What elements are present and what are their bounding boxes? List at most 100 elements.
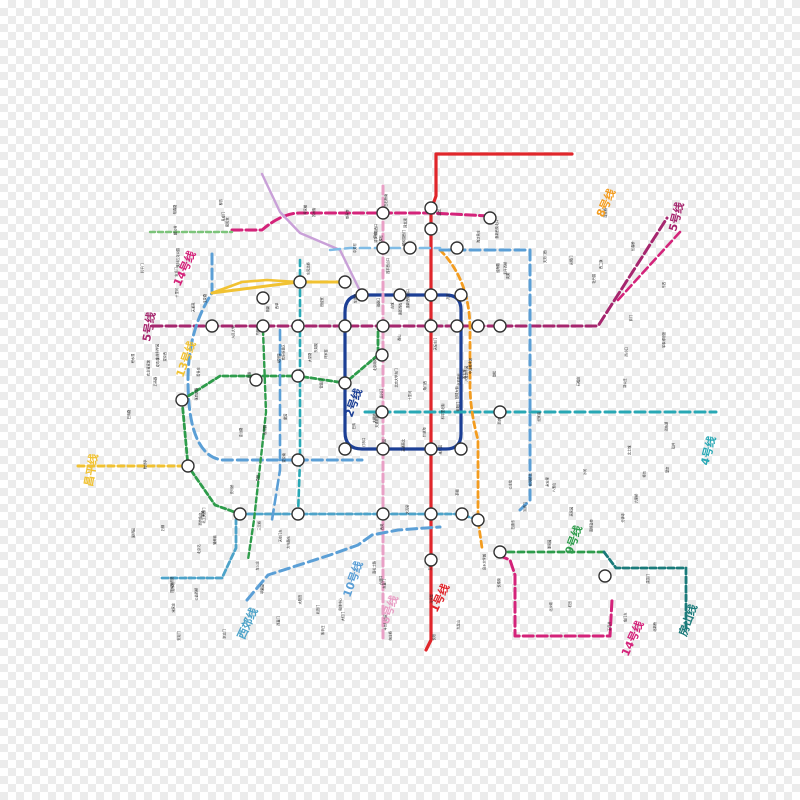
station-label: 海淀黄庄 — [475, 229, 480, 243]
interchange-station-7[interactable] — [483, 211, 497, 225]
station-label: 古城 — [390, 302, 395, 309]
interchange-station-12[interactable] — [393, 288, 407, 302]
station-label: 白石桥南 — [383, 194, 388, 207]
interchange-stations — [175, 201, 612, 583]
interchange-station-29[interactable] — [493, 405, 507, 419]
interchange-station-22[interactable] — [471, 319, 485, 333]
station-label: 动物园 — [276, 354, 281, 364]
interchange-station-33[interactable] — [338, 442, 352, 456]
station-label: 分钟寺 — [620, 512, 625, 522]
station-label: 天安门西 — [542, 250, 547, 263]
interchange-station-41[interactable] — [455, 507, 469, 521]
interchange-station-3[interactable] — [424, 222, 438, 236]
interchange-station-45[interactable] — [424, 553, 438, 567]
station-label: 复兴门 — [378, 389, 383, 399]
interchange-station-27[interactable] — [249, 373, 263, 387]
interchange-station-32[interactable] — [376, 442, 390, 456]
interchange-station-25[interactable] — [291, 369, 305, 383]
route-teal2 — [296, 258, 302, 517]
station-label: 知春路 — [172, 204, 177, 214]
station-label: 望京西 — [162, 352, 167, 362]
station-label: 大瓦窑 — [405, 505, 410, 515]
station-label: 呼家楼 — [302, 204, 307, 214]
station-label: 和平门 — [140, 263, 145, 273]
station-label: 成寿寺 — [155, 357, 160, 367]
station-label: 奥林匹克公园 — [175, 248, 180, 267]
interchange-station-40[interactable] — [424, 507, 438, 521]
station-label: 莲花桥 — [603, 207, 608, 217]
interchange-station-30[interactable] — [375, 405, 389, 419]
interchange-station-24[interactable] — [375, 348, 389, 362]
station-label: 纪家庙 — [536, 411, 541, 421]
interchange-station-28[interactable] — [175, 393, 189, 407]
interchange-station-18[interactable] — [338, 319, 352, 333]
interchange-station-8[interactable] — [293, 275, 307, 289]
station-label: 刘家窑 — [323, 349, 328, 359]
station-label: 亮马桥 — [229, 484, 234, 494]
interchange-station-15[interactable] — [205, 319, 219, 333]
interchange-station-44[interactable] — [598, 569, 612, 583]
station-label: 望京 — [665, 467, 670, 473]
station-label: 九龙山 — [455, 620, 460, 630]
interchange-station-43[interactable] — [493, 545, 507, 559]
interchange-station-9[interactable] — [256, 291, 270, 305]
station-label: 八宝山 — [551, 483, 556, 493]
route-line14b — [496, 553, 614, 638]
interchange-station-6[interactable] — [450, 241, 464, 255]
station-label: 西钓鱼台 — [197, 513, 202, 526]
interchange-station-35[interactable] — [181, 459, 195, 473]
interchange-station-10[interactable] — [338, 275, 352, 289]
station-label: 八角游乐园 — [464, 366, 469, 382]
station-label: 霍营 — [283, 414, 288, 420]
interchange-station-36[interactable] — [291, 453, 305, 467]
line-label-14-south: 14号线 — [618, 619, 646, 659]
interchange-station-11[interactable] — [355, 288, 369, 302]
station-label: 玉泉路 — [202, 293, 207, 303]
station-label: 万安 — [445, 293, 450, 299]
interchange-station-5[interactable] — [376, 241, 390, 255]
station-label: 北沙滩 — [548, 601, 553, 611]
interchange-station-42[interactable] — [471, 513, 485, 527]
interchange-station-31[interactable] — [424, 442, 438, 456]
interchange-station-13[interactable] — [424, 288, 438, 302]
interchange-station-37[interactable] — [233, 507, 247, 521]
interchange-station-19[interactable] — [376, 319, 390, 333]
station-label: 五棵松 — [378, 234, 383, 244]
interchange-station-38[interactable] — [291, 507, 305, 521]
station-label: 新宫 — [497, 418, 502, 424]
interchange-station-20[interactable] — [424, 319, 438, 333]
station-label: 石榴庄 — [576, 376, 581, 386]
interchange-station-23[interactable] — [493, 319, 507, 333]
route-line13 — [210, 280, 347, 295]
station-label: 善各庄 — [195, 366, 200, 376]
station-label: 北京大学东门 — [394, 368, 399, 387]
station-label: 回龙观 — [403, 218, 408, 228]
station-label: 北土城 — [627, 445, 632, 455]
interchange-station-21[interactable] — [450, 319, 464, 333]
station-label: 磁器口 — [376, 298, 381, 308]
station-label: 木樨地 — [371, 413, 376, 423]
station-label: 草桥 — [255, 474, 260, 481]
interchange-station-16[interactable] — [256, 319, 270, 333]
line-label-13: 13号线 — [173, 339, 199, 379]
station-label: 军事博物馆 — [661, 332, 666, 348]
station-label: 首经贸 — [319, 297, 324, 307]
interchange-station-1[interactable] — [376, 206, 390, 220]
interchange-station-17[interactable] — [291, 319, 305, 333]
station-label: 惠新西街 — [398, 302, 403, 316]
interchange-station-4[interactable] — [403, 241, 417, 255]
station-label: 十里河 — [174, 287, 179, 297]
interchange-station-2[interactable] — [424, 201, 438, 215]
station-label: 次渠 — [505, 272, 510, 279]
interchange-station-14[interactable] — [454, 288, 468, 302]
interchange-station-34[interactable] — [454, 442, 468, 456]
interchange-station-39[interactable] — [376, 507, 390, 521]
station-label: 西苑 — [379, 523, 384, 530]
station-label: 长阳 — [431, 634, 436, 640]
station-label: 北京南站 — [372, 357, 377, 371]
interchange-station-26[interactable] — [338, 376, 352, 390]
station-label: 西小口 — [624, 347, 629, 357]
station-label: 双井 — [671, 443, 676, 449]
station-label: 芍药居 — [255, 326, 260, 336]
